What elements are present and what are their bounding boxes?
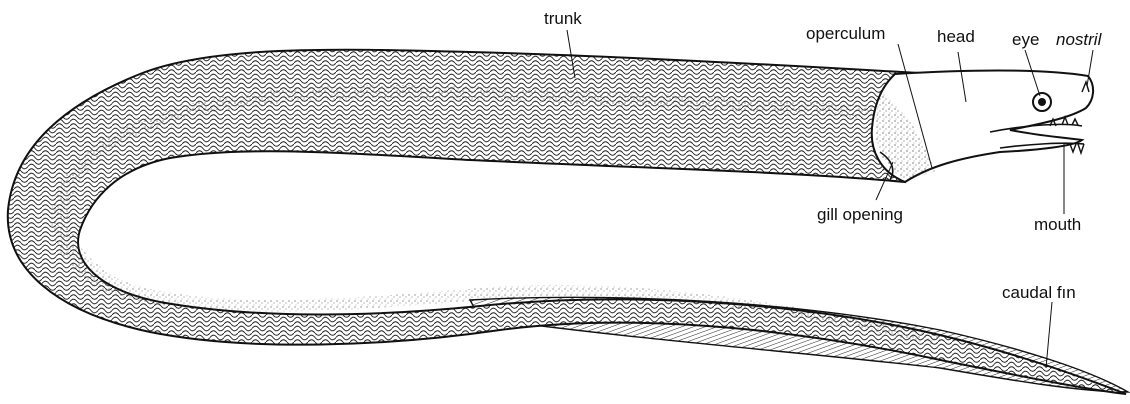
label-operculum: operculum: [806, 25, 885, 42]
label-gill-opening: gill opening: [817, 206, 903, 223]
label-head: head: [937, 28, 975, 45]
label-nostril: nostril: [1056, 31, 1101, 48]
label-caudal-fin: caudal fın: [1002, 284, 1076, 301]
pupil: [1038, 98, 1046, 106]
label-eye: eye: [1012, 31, 1039, 48]
label-mouth: mouth: [1034, 216, 1081, 233]
label-trunk: trunk: [544, 10, 582, 27]
